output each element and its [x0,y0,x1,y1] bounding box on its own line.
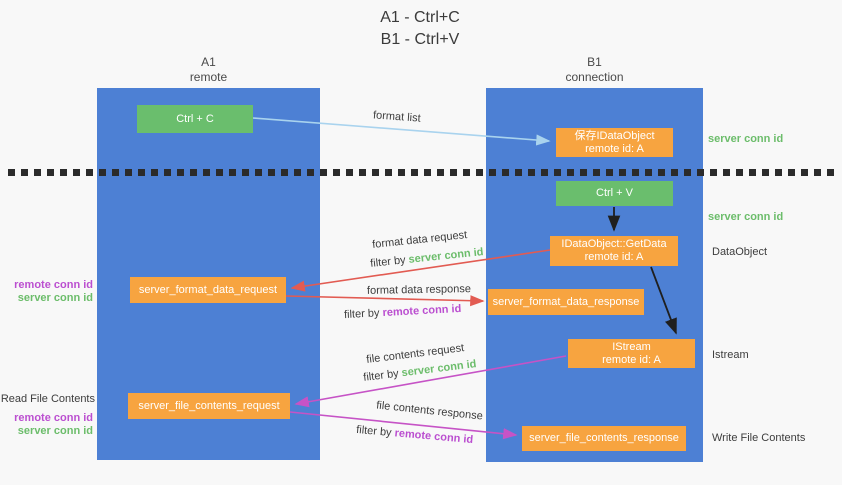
left-server-conn-id-bottom: server conn id [17,425,93,437]
node-server-file-contents-response: server_file_contents_response [522,426,686,451]
node-istream-line2: remote id: A [602,353,661,366]
node-server-format-data-response: server_format_data_response [488,289,644,315]
remote-conn-id-text: remote conn id [382,302,462,320]
node-istream-line1: IStream [612,340,651,353]
right-server-conn-id-mid: server conn id [708,211,784,223]
node-ctrl-c: Ctrl + C [137,105,253,133]
format-data-response-label: format data response [366,283,472,297]
lane-a-header: A1 remote [97,55,320,85]
node-istream: IStream remote id: A [568,339,695,368]
node-server-file-contents-request: server_file_contents_request [128,393,290,419]
lane-b-subtitle: connection [565,70,624,84]
right-server-conn-id-top: server conn id [708,133,784,145]
node-ctrl-v-label: Ctrl + V [596,187,633,199]
remote-conn-id-text: remote conn id [394,427,474,447]
istream-label: Istream [712,349,749,361]
format-list-label: format list [372,109,422,125]
filter-by-prefix: filter by [343,307,383,322]
dataobject-label: DataObject [712,246,768,258]
node-server-file-contents-request-label: server_file_contents_request [138,399,280,412]
dotted-divider [8,169,835,176]
node-idataobject-getdata: IDataObject::GetData remote id: A [550,236,678,266]
server-conn-id-text: server conn id [400,358,478,380]
lane-a-name: A1 [201,55,216,69]
left-remote-conn-id-top: remote conn id [14,279,93,291]
node-ctrl-c-label: Ctrl + C [176,112,214,125]
filter-by-remote-conn-id-label-1: filter by remote conn id [344,303,462,321]
node-ctrl-v: Ctrl + V [556,181,673,206]
lane-b-header: B1 connection [486,55,703,85]
filter-by-prefix: filter by [369,253,410,270]
lane-a-subtitle: remote [189,70,228,84]
filter-by-server-conn-id-label-1: filter by server conn id [370,246,484,270]
filter-by-remote-conn-id-label-2: filter by remote conn id [356,424,474,446]
server-conn-id-text: server conn id [407,246,485,266]
node-save-idataobject-line2: remote id: A [585,142,644,155]
filter-by-prefix: filter by [362,367,403,384]
node-idataobject-getdata-line1: IDataObject::GetData [561,238,667,250]
title-line-2: B1 - Ctrl+V [380,31,460,48]
read-file-contents-label: Read File Contents [0,393,95,405]
left-server-conn-id-top: server conn id [17,292,93,304]
node-save-idataobject: 保存IDataObject remote id: A [556,128,673,157]
node-save-idataobject-line1: 保存IDataObject [574,129,655,142]
node-server-format-data-request-label: server_format_data_request [138,283,278,296]
write-file-contents-label: Write File Contents [712,432,806,444]
left-conn-id-stack-top: remote conn id server conn id [0,279,93,305]
node-server-format-data-request: server_format_data_request [130,277,286,303]
diagram-title: A1 - Ctrl+C B1 - Ctrl+V [329,7,511,51]
lane-b-name: B1 [587,55,602,69]
node-idataobject-getdata-line2: remote id: A [584,251,644,263]
title-line-1: A1 - Ctrl+C [380,9,460,26]
node-server-file-contents-response-label: server_file_contents_response [529,432,679,444]
left-remote-conn-id-bottom: remote conn id [14,412,93,424]
format-data-request-label: format data request [371,229,468,251]
file-contents-response-label: file contents response [375,399,484,423]
filter-by-prefix: filter by [355,423,396,440]
left-conn-id-stack-bottom: remote conn id server conn id [0,412,93,438]
node-server-format-data-response-label: server_format_data_response [492,295,640,308]
